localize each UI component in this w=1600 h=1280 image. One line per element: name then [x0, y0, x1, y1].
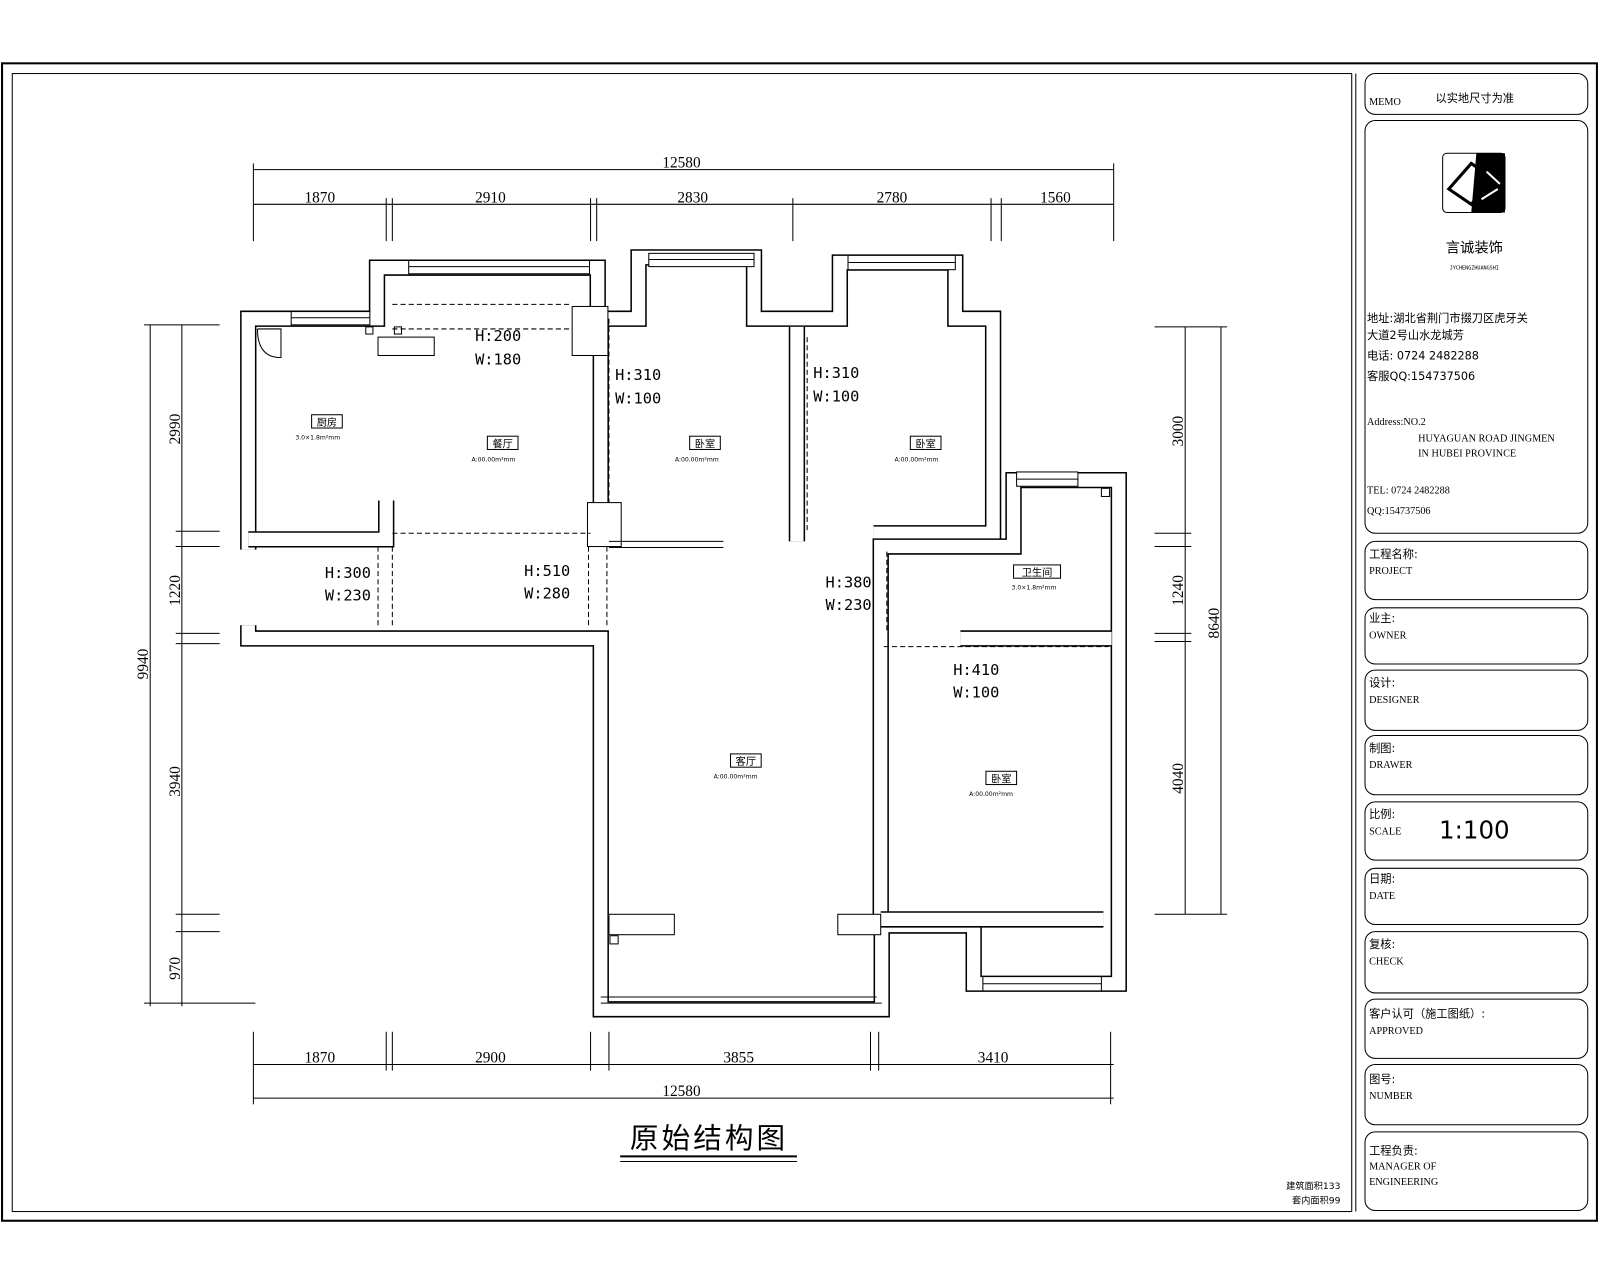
dimensions-bottom: 1870 2900 3855 3410 12580	[252, 1031, 1114, 1105]
room-name-bedroom: 卧室	[695, 437, 715, 450]
field-scale-cn: 比例:	[1369, 807, 1395, 821]
field-scale-en: SCALE	[1369, 827, 1401, 838]
opening-height: H:310	[813, 364, 859, 382]
field-drawer-cn: 制图:	[1369, 742, 1395, 755]
area-note: 套内面积99	[1292, 1194, 1341, 1206]
tel-en: TEL: 0724 2482288	[1367, 485, 1450, 496]
opening-width: W:180	[475, 351, 521, 369]
dim-left-seg: 1220	[167, 575, 184, 606]
field-date-en: DATE	[1369, 891, 1395, 902]
dim-left-seg: 2990	[167, 413, 184, 444]
room-name-living: 客厅	[736, 755, 756, 768]
field-manager-cn: 工程负责:	[1369, 1143, 1418, 1157]
opening-height: H:300	[325, 564, 371, 582]
dim-right-total: 8640	[1206, 607, 1223, 638]
address-cn: 大道2号山水龙城芳	[1367, 328, 1464, 342]
dimensions-left: 9940 2990 1220 3940 970	[135, 324, 256, 1007]
opening-height: H:310	[615, 366, 661, 384]
opening-lines	[377, 303, 1109, 648]
dim-top-seg: 2910	[475, 189, 506, 206]
field-date-cn: 日期:	[1369, 873, 1395, 886]
field-check-cn: 复核:	[1369, 937, 1395, 951]
dim-top-seg: 1560	[1040, 189, 1071, 206]
dim-left-seg: 3940	[167, 766, 184, 797]
room-area: 3.0×1.8m²mm	[1012, 584, 1057, 591]
field-manager-en: MANAGER OF	[1369, 1162, 1437, 1173]
field-check-en: CHECK	[1369, 956, 1404, 967]
opening-width: W:230	[325, 587, 371, 605]
memo-text: 以实地尺寸为准	[1436, 91, 1515, 105]
field-project-en: PROJECT	[1369, 566, 1413, 577]
dim-bottom-seg: 2900	[475, 1049, 506, 1066]
opening-width: W:100	[615, 390, 661, 408]
field-designer-en: DESIGNER	[1369, 695, 1420, 706]
field-project-cn: 工程名称:	[1369, 547, 1418, 561]
title-block: MEMO 以实地尺寸为准 言诚装饰 JYCHENGZHUANGSHI 地址:湖北…	[1364, 73, 1589, 1212]
room-area: A:00.00m²mm	[675, 457, 719, 464]
room-name-bedroom: 卧室	[915, 437, 935, 450]
dim-top-seg: 2780	[877, 189, 908, 206]
room-name-bedroom: 卧室	[991, 773, 1011, 786]
dim-top-total: 12580	[662, 155, 701, 172]
plan-title: 原始结构图	[630, 1121, 788, 1155]
qq-cn: 客服QQ:154737506	[1367, 369, 1475, 383]
dim-right-seg: 4040	[1170, 763, 1187, 794]
opening-width: W:280	[524, 585, 570, 603]
field-approved-en: APPROVED	[1369, 1026, 1423, 1037]
opening-labels: H:200 W:180 H:310 W:100 H:310 W:100 H:30…	[325, 327, 999, 702]
opening-width: W:230	[826, 596, 872, 614]
field-approved-cn: 客户认可（施工图纸）:	[1369, 1006, 1485, 1020]
company-logo	[1442, 152, 1506, 213]
address-en: IN HUBEI PROVINCE	[1418, 449, 1516, 460]
field-designer-cn: 设计:	[1369, 676, 1395, 689]
dim-left-total: 9940	[135, 648, 152, 679]
field-drawer-en: DRAWER	[1369, 760, 1413, 771]
sheet-border	[1, 62, 1598, 1222]
dimensions-top: 12580 1870 2910 2830 2780 1560	[252, 155, 1115, 242]
room-area: A:00.00m²mm	[969, 791, 1013, 798]
opening-height: H:380	[826, 573, 872, 591]
field-manager-en: ENGINEERING	[1369, 1177, 1439, 1188]
room-area: 3.0×1.8m²mm	[295, 434, 340, 441]
room-labels: 厨房 3.0×1.8m²mm 餐厅 A:00.00m²mm 卧室 A:00.00…	[295, 414, 1062, 798]
company-name-en: JYCHENGZHUANGSHI	[1450, 266, 1499, 272]
field-number-cn: 图号:	[1369, 1073, 1395, 1086]
dim-bottom-seg: 1870	[304, 1049, 335, 1066]
dim-top-seg: 2830	[677, 189, 708, 206]
dim-bottom-seg: 3410	[978, 1049, 1009, 1066]
room-area: A:00.00m²mm	[472, 457, 516, 464]
room-name-kitchen: 厨房	[317, 416, 337, 429]
field-number-en: NUMBER	[1369, 1091, 1413, 1102]
opening-height: H:410	[953, 661, 999, 679]
dim-bottom-total: 12580	[662, 1083, 701, 1100]
dim-right-seg: 1240	[1170, 575, 1187, 606]
opening-height: H:510	[524, 562, 570, 580]
phone-cn: 电话: 0724 2482288	[1367, 350, 1479, 363]
room-name-dining: 餐厅	[492, 437, 512, 450]
opening-width: W:100	[813, 387, 859, 405]
walls	[240, 249, 1127, 1018]
drawing-frame	[11, 73, 1353, 1213]
opening-height: H:200	[475, 327, 521, 345]
dimensions-right: 8640 3000 1240 4040	[1154, 326, 1228, 915]
area-note: 建筑面积133	[1286, 1180, 1340, 1192]
address-en: HUYAGUAN ROAD JINGMEN	[1418, 433, 1555, 444]
company-name: 言诚装饰	[1446, 239, 1503, 256]
field-owner-cn: 业主:	[1369, 612, 1395, 625]
memo-label: MEMO	[1369, 97, 1401, 108]
dim-bottom-seg: 3855	[723, 1049, 754, 1066]
dim-right-seg: 3000	[1170, 415, 1187, 446]
dim-left-seg: 970	[167, 957, 184, 980]
scale-value: 1:100	[1439, 816, 1510, 845]
room-area: A:00.00m²mm	[714, 773, 758, 780]
address-en: Address:NO.2	[1367, 417, 1426, 428]
address-cn: 地址:湖北省荆门市掇刀区虎牙关	[1367, 311, 1528, 325]
field-owner-en: OWNER	[1369, 630, 1407, 641]
qq-en: QQ:154737506	[1367, 506, 1431, 517]
dim-top-seg: 1870	[304, 189, 335, 206]
opening-width: W:100	[953, 684, 999, 702]
room-name-bathroom: 卫生间	[1022, 566, 1053, 579]
room-area: A:00.00m²mm	[895, 457, 939, 464]
windows	[256, 252, 1111, 992]
